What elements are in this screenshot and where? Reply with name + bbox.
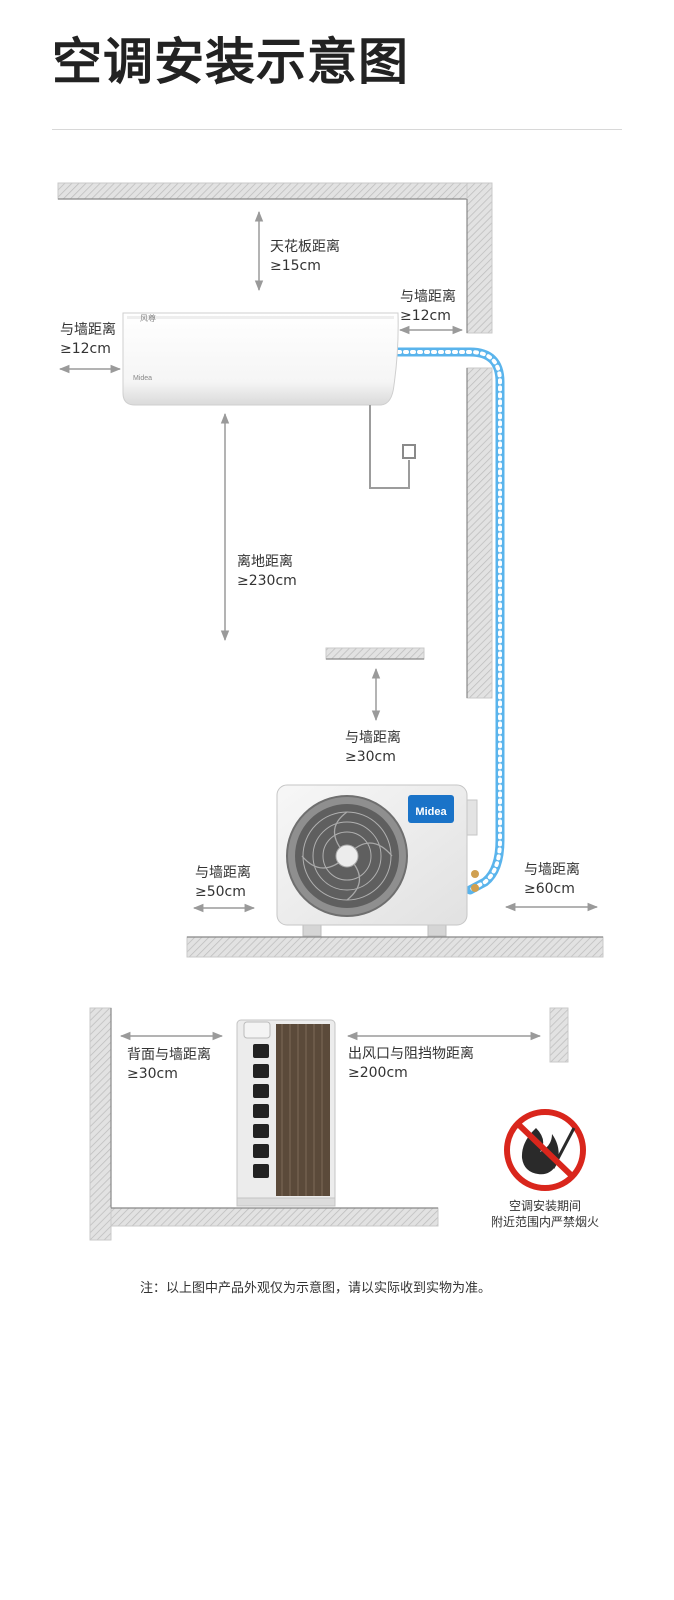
floor-height-value: ≥230cm	[237, 573, 297, 589]
outdoor-top-distance-value: ≥30cm	[345, 749, 396, 765]
refrigerant-pipe	[393, 347, 505, 895]
indoor-left-distance-value: ≥12cm	[60, 341, 111, 357]
ground-slab	[186, 936, 604, 958]
side-back-wall	[89, 1007, 112, 1241]
no-fire-warning: 空调安装期间 附近范围内严禁烟火	[480, 1198, 610, 1230]
outdoor-left-distance-value: ≥50cm	[195, 884, 246, 900]
floor-height-label: 离地距离 ≥230cm	[237, 553, 297, 591]
outdoor-logo: Midea	[415, 806, 447, 818]
outdoor-top-distance-label: 与墙距离 ≥30cm	[345, 729, 401, 767]
ceiling-distance-title: 天花板距离	[270, 239, 340, 255]
outdoor-left-distance-label: 与墙距离 ≥50cm	[195, 864, 251, 902]
outdoor-top-wall	[325, 647, 425, 660]
outlet-distance-title: 出风口与阻挡物距离	[348, 1046, 474, 1062]
ceiling-distance-value: ≥15cm	[270, 258, 321, 274]
indoor-left-distance-label: 与墙距离 ≥12cm	[60, 321, 116, 359]
no-fire-icon	[504, 1109, 586, 1191]
floor-height-title: 离地距离	[237, 554, 293, 570]
outdoor-left-distance-title: 与墙距离	[195, 865, 251, 881]
indoor-unit: 风尊 Midea	[122, 312, 399, 406]
back-wall-distance-title: 背面与墙距离	[127, 1047, 211, 1063]
outdoor-unit-front: Midea	[276, 784, 479, 937]
no-fire-warning-line1: 空调安装期间	[508, 1199, 581, 1213]
drain-hose	[369, 405, 416, 489]
ceiling-wall	[57, 182, 479, 200]
outlet-distance-value: ≥200cm	[348, 1065, 408, 1081]
indoor-right-distance-title: 与墙距离	[400, 289, 456, 305]
ceiling-distance-label: 天花板距离 ≥15cm	[270, 238, 340, 276]
back-wall-distance-label: 背面与墙距离 ≥30cm	[127, 1046, 211, 1084]
outdoor-top-distance-title: 与墙距离	[345, 730, 401, 746]
outdoor-right-distance-label: 与墙距离 ≥60cm	[524, 861, 580, 899]
outdoor-unit-side	[236, 1019, 336, 1207]
side-floor	[110, 1207, 439, 1227]
no-fire-warning-line2: 附近范围内严禁烟火	[490, 1215, 599, 1229]
outdoor-right-distance-title: 与墙距离	[524, 862, 580, 878]
power-socket-icon	[402, 444, 416, 459]
indoor-right-distance-label: 与墙距离 ≥12cm	[400, 288, 456, 326]
outlet-distance-label: 出风口与阻挡物距离 ≥200cm	[348, 1045, 474, 1083]
indoor-right-distance-value: ≥12cm	[400, 308, 451, 324]
outdoor-right-distance-value: ≥60cm	[524, 881, 575, 897]
title-divider	[52, 129, 622, 130]
indoor-left-distance-title: 与墙距离	[60, 322, 116, 338]
side-obstacle	[549, 1007, 569, 1063]
back-wall-distance-value: ≥30cm	[127, 1066, 178, 1082]
page-title: 空调安装示意图	[52, 33, 409, 91]
right-wall	[466, 182, 493, 699]
indoor-logo: 风尊	[140, 313, 156, 323]
indoor-brand-mark: Midea	[133, 375, 152, 382]
footnote: 注：以上图中产品外观仅为示意图，请以实际收到实物为准。	[140, 1281, 492, 1296]
